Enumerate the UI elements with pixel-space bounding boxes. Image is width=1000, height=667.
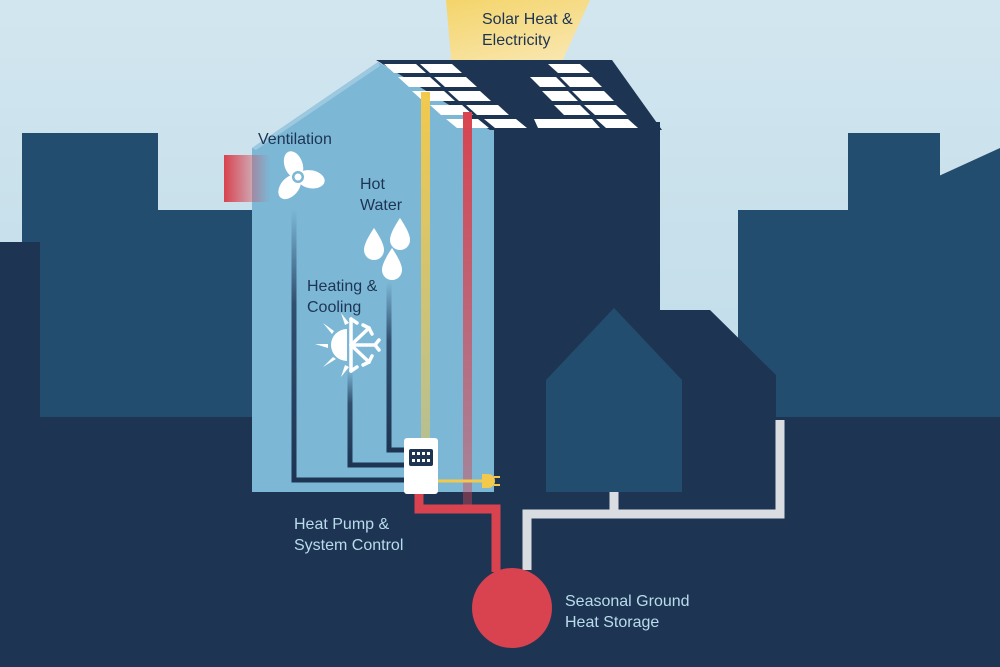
ducts <box>291 210 408 483</box>
heating-cooling-label: Heating & Cooling <box>307 276 377 318</box>
cold-return-pipe <box>522 420 785 570</box>
ventilation-label: Ventilation <box>258 129 332 150</box>
water-drops-icon <box>364 218 410 280</box>
sun-snowflake-icon <box>315 313 381 377</box>
storage-supply-pipe <box>414 494 501 572</box>
heat-pump-label-line2: System Control <box>294 537 404 554</box>
solar-label: Solar Heat & Electricity <box>482 9 573 51</box>
storage-label-line1: Seasonal Ground <box>565 593 690 610</box>
hot-pipe <box>463 112 472 512</box>
solar-pipe <box>421 92 430 440</box>
heat-pump-label: Heat Pump & System Control <box>294 514 403 556</box>
storage-label-line2: Heat Storage <box>565 614 660 631</box>
hot-water-label-line2: Water <box>360 197 403 214</box>
controller-icon <box>404 438 438 494</box>
heating-label-line2: Cooling <box>307 299 362 316</box>
ventilation-label-text: Ventilation <box>258 131 332 148</box>
hot-water-label: Hot Water <box>360 174 402 216</box>
fan-icon <box>278 151 325 200</box>
house-side <box>490 122 776 417</box>
heating-label-line1: Heating & <box>307 278 378 295</box>
neighbor-house <box>546 308 682 492</box>
house-roof-edge <box>252 62 380 150</box>
hot-water-label-line1: Hot <box>360 176 385 193</box>
heat-pump-label-line1: Heat Pump & <box>294 516 390 533</box>
solar-panels-icon <box>376 60 662 130</box>
house-interior <box>252 62 494 492</box>
plug-icon <box>438 474 500 488</box>
solar-label-line1: Solar Heat & <box>482 11 573 28</box>
ground-storage <box>472 568 552 648</box>
solar-label-line2: Electricity <box>482 32 551 49</box>
building-left-tall-top <box>22 133 158 148</box>
ventilation-outlet <box>224 155 270 202</box>
ground-storage-label: Seasonal Ground Heat Storage <box>565 591 690 633</box>
